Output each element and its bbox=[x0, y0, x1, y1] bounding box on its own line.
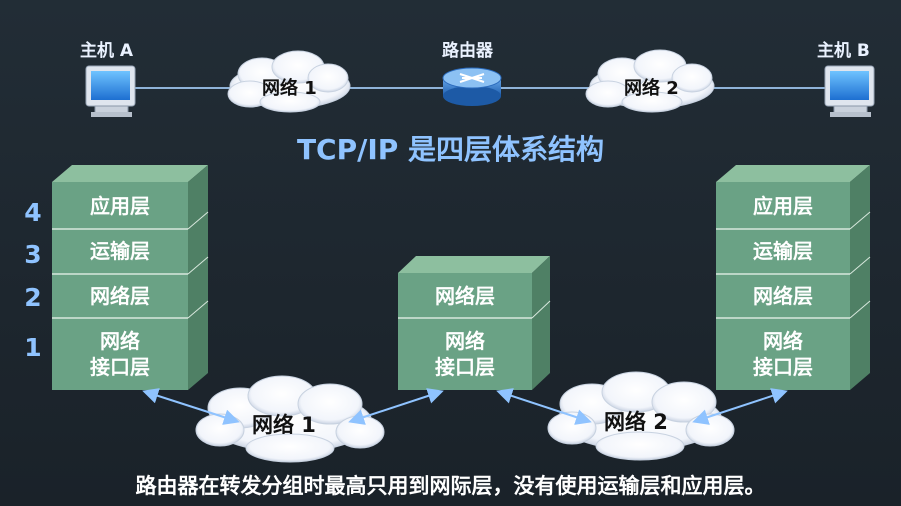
host-a-stack bbox=[52, 165, 209, 390]
arrow-net1-router bbox=[348, 388, 444, 425]
router-label: 路由器 bbox=[442, 41, 493, 61]
host-b-app-layer: 应用层 bbox=[753, 194, 813, 218]
host-a-label: 主机 A bbox=[80, 41, 134, 61]
host-b-link-layer-line2: 接口层 bbox=[753, 355, 813, 379]
layer-number-1: 1 bbox=[24, 333, 42, 362]
layer-number-2: 2 bbox=[24, 283, 42, 312]
caption: 路由器在转发分组时最高只用到网际层，没有使用运输层和应用层。 bbox=[135, 474, 766, 498]
host-b-computer-icon bbox=[824, 65, 875, 117]
host-a-link-layer-line1: 网络 bbox=[100, 329, 140, 353]
page-title: TCP/IP 是四层体系结构 bbox=[296, 133, 605, 166]
router-link-layer-line2: 接口层 bbox=[435, 355, 495, 379]
bottom-cloud-net1-label: 网络 1 bbox=[252, 413, 316, 437]
host-a-network-layer: 网络层 bbox=[90, 284, 150, 308]
host-b-network-layer: 网络层 bbox=[753, 284, 813, 308]
host-b-transport-layer: 运输层 bbox=[753, 239, 813, 263]
router-stack bbox=[398, 256, 551, 390]
top-cloud-net2 bbox=[585, 49, 715, 113]
top-cloud-net1-label: 网络 1 bbox=[262, 78, 317, 99]
router-link-layer-line1: 网络 bbox=[445, 329, 485, 353]
router-icon bbox=[442, 67, 502, 106]
bottom-cloud-net2-label: 网络 2 bbox=[604, 410, 668, 434]
host-a-computer-icon bbox=[85, 65, 136, 117]
host-a-app-layer: 应用层 bbox=[90, 194, 150, 218]
arrow-net2-host-b bbox=[692, 388, 788, 425]
host-b-link-layer-line1: 网络 bbox=[763, 329, 803, 353]
layer-number-3: 3 bbox=[24, 240, 42, 269]
layer-number-4: 4 bbox=[24, 198, 42, 227]
arrow-router-net2 bbox=[496, 388, 592, 425]
router-network-layer: 网络层 bbox=[435, 284, 495, 308]
host-b-label: 主机 B bbox=[817, 41, 870, 61]
host-a-link-layer-line2: 接口层 bbox=[90, 355, 150, 379]
arrow-host-a-net1 bbox=[142, 388, 240, 425]
bottom-cloud-net1 bbox=[195, 375, 385, 463]
host-a-transport-layer: 运输层 bbox=[90, 239, 150, 263]
top-cloud-net2-label: 网络 2 bbox=[624, 78, 679, 99]
host-b-stack bbox=[716, 165, 871, 390]
top-cloud-net1 bbox=[227, 50, 351, 113]
